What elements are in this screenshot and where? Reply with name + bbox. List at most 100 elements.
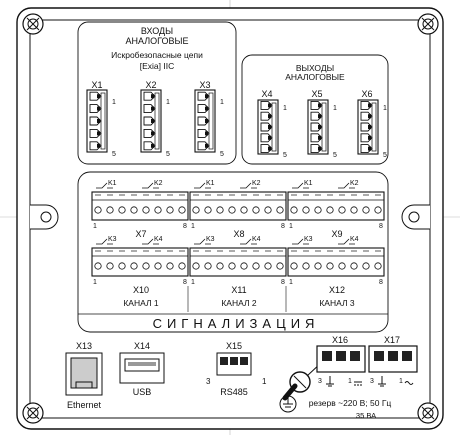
relay-screw <box>338 206 346 214</box>
pin-label-x2-last: 5 <box>166 151 170 158</box>
terminal-screw <box>368 125 371 129</box>
relay-screw <box>228 206 236 214</box>
relay-label-left: K1 <box>206 180 215 187</box>
relay-screw <box>276 262 284 270</box>
terminal-block-x3[interactable] <box>194 89 216 153</box>
relay-contact-icon <box>194 182 211 189</box>
relay-screw <box>154 262 162 270</box>
terminal-block-x6[interactable] <box>357 99 379 155</box>
relay-housing <box>91 191 189 221</box>
relay-label-right: K4 <box>252 236 261 243</box>
terminal-screw <box>318 125 321 129</box>
relay-pin-last: 8 <box>183 223 187 230</box>
relay-screw <box>154 206 162 214</box>
power-port-x16[interactable]: X16 3 1 <box>316 335 366 387</box>
relay-screw <box>142 206 150 214</box>
relay-housing <box>189 191 287 221</box>
connector-label-x9: X9 <box>331 229 342 239</box>
inputs-subtitle-line2: [Exia] IIC <box>140 61 174 71</box>
relay-screw <box>338 262 346 270</box>
relay-label-left: K3 <box>108 236 117 243</box>
x16-pin3-label: 3 <box>318 378 322 385</box>
relay-screw <box>94 262 102 270</box>
relay-contact-icon <box>240 238 257 245</box>
usb-port[interactable]: X14 USB <box>119 341 165 397</box>
relay-housing <box>287 247 385 277</box>
pin-label-x2-first: 1 <box>166 99 170 106</box>
relay-pin-first: 1 <box>93 223 97 230</box>
terminal-screw <box>368 103 371 108</box>
relay-screw <box>326 206 334 214</box>
rs485-pin-right: 1 <box>262 377 267 386</box>
mounting-hole-left-icon <box>30 204 59 230</box>
relay-pin-first: 1 <box>191 223 195 230</box>
rs485-pin-2 <box>230 357 238 365</box>
relay-screw <box>302 206 310 214</box>
power-supply-text: резерв ~220 В; 50 Гц <box>309 398 392 408</box>
terminal-block-x4[interactable] <box>257 99 279 155</box>
x17-pin-3 <box>402 351 412 361</box>
relay-pin-last: 8 <box>379 223 383 230</box>
relay-screw <box>142 262 150 270</box>
relay-screw <box>118 206 126 214</box>
relay-screw <box>118 262 126 270</box>
terminal-block-x5[interactable] <box>307 99 329 155</box>
terminal-screw <box>318 103 321 108</box>
terminal-screw <box>97 94 100 99</box>
x17-pin-2 <box>388 351 398 361</box>
relay-label-right: K2 <box>154 180 163 187</box>
x17-pin3-label: 3 <box>370 378 374 385</box>
terminal-screw <box>368 135 371 140</box>
terminal-screw <box>151 143 154 148</box>
terminal-block-x1[interactable] <box>86 89 108 153</box>
relay-screw <box>216 262 224 270</box>
x17-ac-icon <box>404 381 414 385</box>
terminal-screw <box>268 125 271 129</box>
terminal-screw <box>205 143 208 148</box>
terminal-screw <box>268 103 271 108</box>
relay-screw <box>302 262 310 270</box>
relay-screw <box>130 206 138 214</box>
terminal-screw <box>368 146 371 151</box>
x16-ground-icon <box>326 376 334 387</box>
relay-contact-icon <box>240 182 257 189</box>
relay-label-left: K1 <box>304 180 313 187</box>
relay-contact-icon <box>338 182 355 189</box>
relay-screw <box>240 206 248 214</box>
rs485-port[interactable]: X15 3 1 RS485 <box>206 341 267 397</box>
terminal-screw <box>151 106 154 111</box>
terminal-screw <box>205 106 208 111</box>
terminal-block-x2[interactable] <box>140 89 162 153</box>
relay-screw <box>350 206 358 214</box>
relay-screw <box>240 262 248 270</box>
relay-label-right: K2 <box>350 180 359 187</box>
x17-ground-icon <box>378 376 386 387</box>
relay-screw <box>204 262 212 270</box>
relay-contact-icon <box>142 182 159 189</box>
connector-label-x11: X11 <box>231 285 246 295</box>
connector-label-x6: X6 <box>361 89 372 99</box>
relay-screw <box>290 262 298 270</box>
relay-screw <box>166 262 174 270</box>
ethernet-port[interactable]: X13 Ethernet <box>65 341 103 410</box>
mounting-hole-right-icon <box>401 204 430 230</box>
connector-label-x3: X3 <box>199 80 210 90</box>
relay-screw <box>264 206 272 214</box>
relay-screw <box>276 206 284 214</box>
channel-label-3: КАНАЛ 3 <box>319 298 355 308</box>
power-port-x17[interactable]: X17 3 1 <box>368 335 418 387</box>
terminal-screw <box>318 114 321 119</box>
relay-label-left: K3 <box>304 236 313 243</box>
pin-label-x3-first: 1 <box>220 99 224 106</box>
terminal-screw <box>268 114 271 119</box>
relay-screw <box>192 206 200 214</box>
terminal-screw <box>268 135 271 140</box>
channel-label-1: КАНАЛ 1 <box>123 298 159 308</box>
